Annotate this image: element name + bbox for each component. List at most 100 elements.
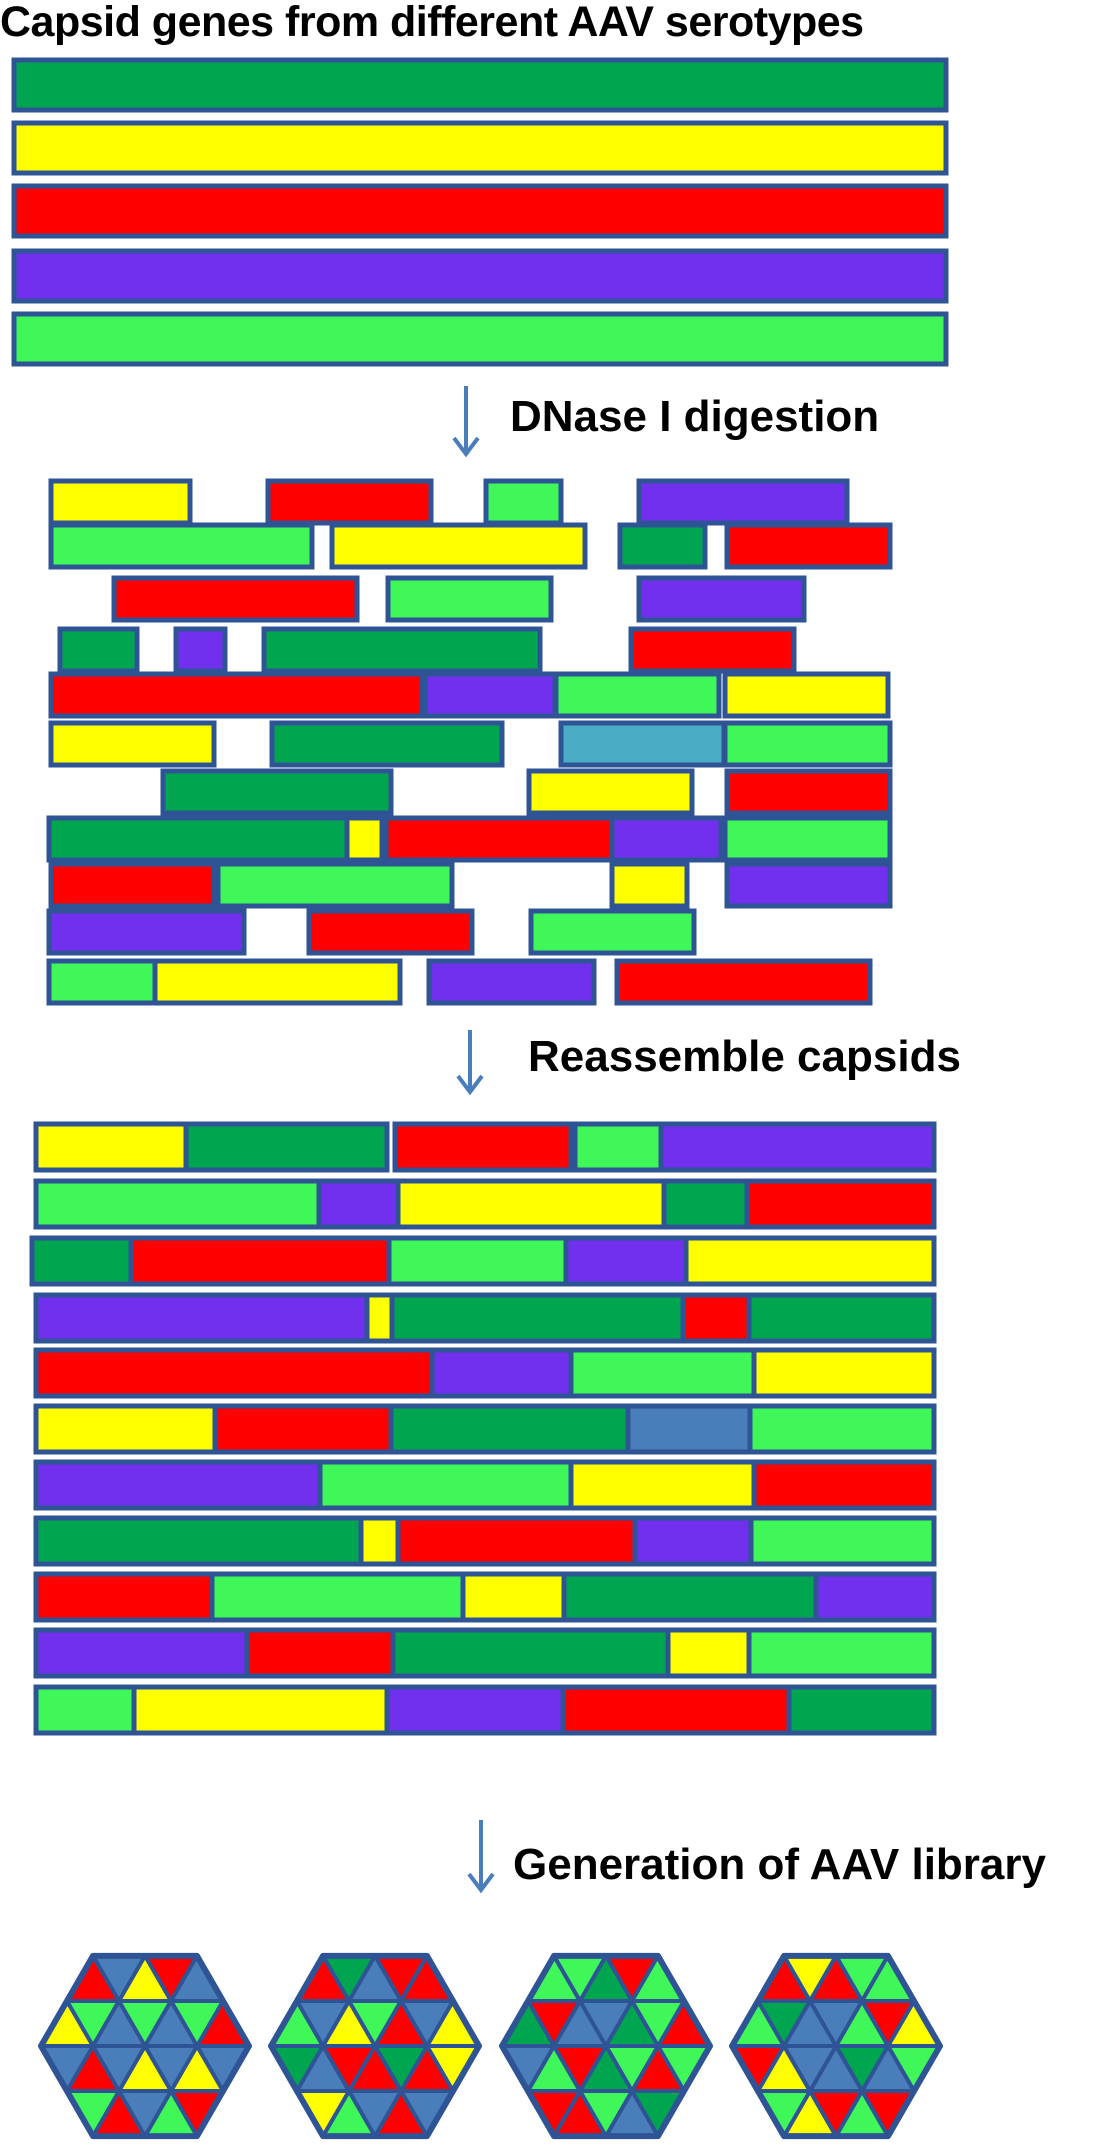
chimeric-segment-r5-4 <box>747 1403 937 1455</box>
chimeric-segment-r1-0 <box>33 1178 322 1230</box>
chimeric-segment-r10-0 <box>33 1684 137 1736</box>
fragment-r3-2 <box>261 626 543 674</box>
arrow-library <box>467 1820 495 1894</box>
chimeric-segment-r0-4 <box>658 1121 937 1173</box>
fragment-r1-0 <box>48 522 315 570</box>
chimeric-segment-r3-2 <box>389 1292 686 1344</box>
chimeric-segment-r10-3 <box>560 1684 792 1736</box>
chimeric-segment-r4-1 <box>429 1347 574 1399</box>
fragment-r9-2 <box>528 908 697 956</box>
step-label-reassembly: Reassemble capsids <box>528 1032 961 1081</box>
capsid-outline <box>729 1952 943 2140</box>
chimeric-segment-r1-1 <box>316 1178 401 1230</box>
arrow-digestion <box>452 386 480 458</box>
reassembled-genes <box>29 1121 937 1736</box>
capsid-facet <box>143 1999 199 2048</box>
diagram-title: Capsid genes from different AAV serotype… <box>0 0 864 46</box>
capsid-outline <box>268 1952 482 2140</box>
chimeric-segment-r2-3 <box>563 1235 689 1287</box>
chimeric-segment-r0-1 <box>183 1121 390 1173</box>
source-gene-bar-purple <box>11 248 949 304</box>
chimeric-segment-r5-3 <box>625 1403 753 1455</box>
fragment-r8-3 <box>724 861 893 909</box>
chimeric-segment-r9-3 <box>665 1627 752 1679</box>
fragment-r5-2 <box>558 720 727 768</box>
fragment-r4-1 <box>422 671 558 719</box>
chimeric-segment-r0-2 <box>392 1121 574 1173</box>
fragment-r7-3 <box>609 815 724 863</box>
fragment-r2-0 <box>111 575 360 623</box>
fragment-r6-1 <box>526 768 695 816</box>
arrow-head <box>452 436 480 458</box>
aav-capsid-3 <box>499 1952 713 2140</box>
dna-fragments <box>46 478 893 1006</box>
chimeric-segment-r4-2 <box>568 1347 757 1399</box>
fragment-r8-2 <box>609 861 690 909</box>
capsid-facet <box>834 1999 890 2048</box>
fragment-r5-1 <box>269 720 505 768</box>
arrow-reassembly <box>456 1030 484 1096</box>
chimeric-segment-r5-0 <box>33 1403 218 1455</box>
fragment-r1-3 <box>724 522 893 570</box>
fragment-r10-3 <box>614 958 873 1006</box>
chimeric-segment-r6-1 <box>317 1459 574 1511</box>
fragment-r8-1 <box>215 861 455 909</box>
chimeric-segment-r6-2 <box>568 1459 757 1511</box>
fragment-r0-3 <box>636 478 850 526</box>
chimeric-segment-r0-3 <box>572 1121 664 1173</box>
chimeric-segment-r10-4 <box>786 1684 937 1736</box>
step-label-library: Generation of AAV library <box>513 1840 1046 1889</box>
fragment-r4-2 <box>553 671 722 719</box>
chimeric-segment-r8-1 <box>209 1571 466 1623</box>
capsid-outline <box>499 1952 713 2140</box>
fragment-r1-2 <box>617 522 708 570</box>
arrow-head <box>456 1074 484 1096</box>
fragment-r10-2 <box>426 958 597 1006</box>
fragment-r6-2 <box>724 768 893 816</box>
chimeric-segment-r9-2 <box>390 1627 671 1679</box>
chimeric-segment-r0-0 <box>33 1121 189 1173</box>
capsid-facet <box>604 1999 660 2048</box>
aav-capsid-2 <box>268 1952 482 2140</box>
fragment-r7-2 <box>383 815 615 863</box>
chimeric-segment-r3-4 <box>746 1292 937 1344</box>
chimeric-segment-r8-3 <box>561 1571 819 1623</box>
chimeric-segment-r1-3 <box>661 1178 750 1230</box>
source-gene-bar-light_green <box>11 311 949 367</box>
chimeric-segment-r8-2 <box>460 1571 567 1623</box>
fragment-r3-1 <box>173 626 228 674</box>
chimeric-segment-r9-1 <box>244 1627 396 1679</box>
chimeric-segment-r6-0 <box>33 1459 323 1511</box>
fragment-r4-0 <box>48 671 425 719</box>
aav-library-capsids <box>38 1952 943 2140</box>
source-gene-bar-yellow <box>11 120 949 176</box>
fragment-r7-1 <box>344 815 385 863</box>
chimeric-segment-r2-1 <box>128 1235 392 1287</box>
chimeric-segment-r7-2 <box>395 1515 638 1567</box>
chimeric-segment-r5-1 <box>212 1403 394 1455</box>
chimeric-segment-r5-2 <box>388 1403 631 1455</box>
fragment-r5-0 <box>48 720 217 768</box>
fragment-r6-0 <box>160 768 394 816</box>
fragment-r0-1 <box>265 478 434 526</box>
chimeric-segment-r9-4 <box>746 1627 937 1679</box>
aav-capsid-4 <box>729 1952 943 2140</box>
chimeric-segment-r7-0 <box>33 1515 364 1567</box>
chimeric-segment-r1-4 <box>744 1178 937 1230</box>
fragment-r1-1 <box>329 522 588 570</box>
chimeric-segment-r8-4 <box>813 1571 937 1623</box>
capsid-facet <box>373 1999 429 2048</box>
fragment-r4-3 <box>722 671 891 719</box>
chimeric-segment-r1-2 <box>395 1178 667 1230</box>
chimeric-segment-r7-4 <box>748 1515 937 1567</box>
chimeric-segment-r10-2 <box>384 1684 566 1736</box>
arrow-head <box>467 1872 495 1894</box>
chimeric-segment-r10-1 <box>131 1684 390 1736</box>
source-gene-bar-dark_green <box>11 57 949 113</box>
chimeric-segment-r7-3 <box>632 1515 754 1567</box>
fragment-r3-3 <box>628 626 797 674</box>
chimeric-segment-r7-1 <box>358 1515 401 1567</box>
fragment-r8-0 <box>48 861 217 909</box>
source-gene-bar-red <box>11 183 949 239</box>
